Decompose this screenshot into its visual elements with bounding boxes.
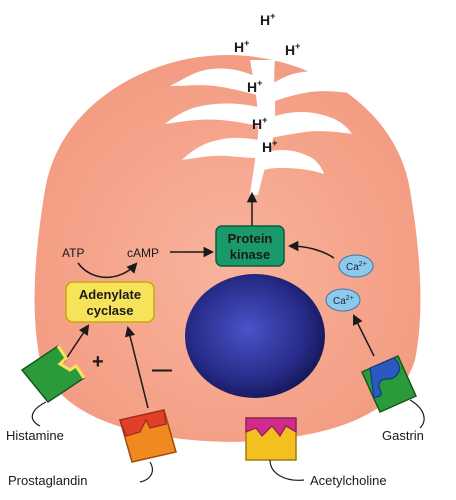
hydrogen-ion: H+ <box>260 11 275 28</box>
acetylcholine-receptor <box>245 417 297 461</box>
gastrin-receptor <box>361 355 417 413</box>
svg-text:Ca2+: Ca2+ <box>333 295 354 307</box>
arrow-calcium-to-kinase <box>287 240 335 259</box>
hydrogen-ion: H+ <box>247 78 262 95</box>
histamine-pointer <box>31 401 47 427</box>
protein-kinase-label-line2: kinase <box>230 247 270 262</box>
hydrogen-ion: H+ <box>262 138 277 155</box>
inhibitory-sign: — <box>152 359 172 381</box>
arrow-atp-to-camp <box>77 262 138 278</box>
hydrogen-ion: H+ <box>252 115 267 132</box>
stimulatory-sign: + <box>92 351 104 373</box>
protein-kinase-box: Protein kinase <box>215 225 285 267</box>
adenylate-cyclase-box: Adenylate cyclase <box>65 281 155 323</box>
camp-label: cAMP <box>127 246 159 260</box>
calcium-ion: Ca2+ <box>338 254 374 278</box>
adenylate-cyclase-label-line2: cyclase <box>87 303 134 318</box>
prostaglandin-pointer <box>139 461 153 483</box>
adenylate-cyclase-label-line1: Adenylate <box>79 287 141 302</box>
acetylcholine-pointer <box>269 459 305 481</box>
svg-text:Ca2+: Ca2+ <box>346 261 367 273</box>
arrow-histamine-to-cyclase <box>63 324 90 363</box>
protein-kinase-label-line1: Protein <box>228 231 273 246</box>
calcium-ion: Ca2+ <box>325 288 361 312</box>
prostaglandin-label: Prostaglandin <box>8 473 88 488</box>
gastrin-label: Gastrin <box>382 428 424 443</box>
gastrin-pointer <box>409 399 425 429</box>
arrow-prostaglandin-to-cyclase <box>124 325 149 409</box>
histamine-receptor <box>20 344 86 404</box>
secretory-canaliculus <box>165 60 355 195</box>
hydrogen-ion: H+ <box>285 41 300 58</box>
hydrogen-ion: H+ <box>234 38 249 55</box>
histamine-label: Histamine <box>6 428 64 443</box>
prostaglandin-receptor <box>119 409 177 463</box>
arrow-gastrin-to-calcium <box>353 314 375 357</box>
nucleus <box>185 274 325 398</box>
atp-label: ATP <box>62 246 84 260</box>
hydrogen-ion-group: H+ H+ H+ H+ H+ H+ <box>234 11 300 155</box>
acetylcholine-label: Acetylcholine <box>310 473 387 488</box>
